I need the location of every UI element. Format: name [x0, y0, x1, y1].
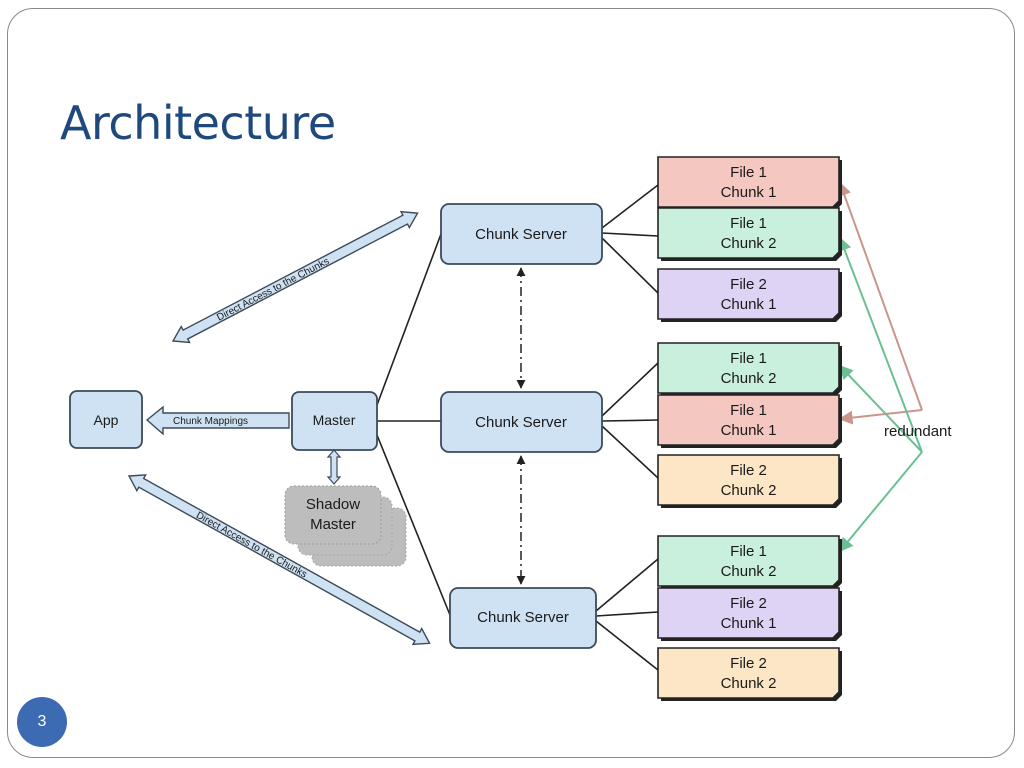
redundancy-arrows	[837, 181, 923, 553]
server-chunk-links	[595, 184, 659, 671]
chunk-box	[657, 156, 840, 208]
chunk-box	[657, 268, 840, 320]
master-label: Master	[313, 412, 356, 428]
master-shadow-arrow	[326, 449, 342, 485]
chunk-box	[657, 587, 840, 639]
chunk-file-label: File 2	[730, 462, 767, 479]
page-number-badge: 3	[17, 697, 67, 747]
chunk-number-label: Chunk 2	[721, 675, 777, 692]
chunk-document: File 2 Chunk 2	[657, 647, 842, 701]
chunk-mappings-label: Chunk Mappings	[173, 416, 248, 427]
slide-title: Architecture	[60, 96, 336, 150]
chunk-file-label: File 1	[730, 215, 767, 232]
chunk-file-label: File 2	[730, 595, 767, 612]
chunk-number-label: Chunk 1	[721, 422, 777, 439]
chunk-document: File 1 Chunk 1	[657, 156, 842, 210]
chunk-box	[657, 207, 840, 259]
chunk-box	[657, 535, 840, 587]
chunk-box	[657, 647, 840, 699]
shadow-master: Shadow Master	[284, 485, 407, 567]
chunk-number-label: Chunk 2	[721, 482, 777, 499]
chunk-server-2: Chunk Server	[440, 391, 603, 453]
direct-access-arrow-top: Direct Access to the Chunks	[171, 210, 419, 344]
chunk-server-label: Chunk Server	[477, 609, 569, 626]
chunk-document: File 1 Chunk 2	[657, 535, 842, 589]
chunk-file-label: File 1	[730, 543, 767, 560]
chunk-document: File 2 Chunk 2	[657, 454, 842, 508]
direct-access-label-top: Direct Access to the Chunks	[215, 256, 331, 324]
master-server-links	[376, 233, 451, 616]
chunk-document: File 1 Chunk 1	[657, 394, 842, 448]
chunk-number-label: Chunk 1	[721, 184, 777, 201]
shadow-master-line-2: Master	[310, 516, 356, 533]
chunk-number-label: Chunk 2	[721, 563, 777, 580]
chunk-number-label: Chunk 2	[721, 235, 777, 252]
chunk-file-label: File 1	[730, 164, 767, 181]
app-node: App	[69, 390, 143, 449]
master-node: Master	[291, 391, 378, 451]
chunk-document: File 1 Chunk 2	[657, 207, 842, 261]
chunk-server-3: Chunk Server	[449, 587, 597, 649]
redundant-label: redundant	[884, 423, 952, 440]
chunk-box	[657, 394, 840, 446]
chunk-server-label: Chunk Server	[475, 226, 567, 243]
shadow-master-line-1: Shadow	[306, 496, 360, 513]
chunk-number-label: Chunk 1	[721, 615, 777, 632]
app-label: App	[94, 412, 119, 428]
chunk-document: File 1 Chunk 2	[657, 342, 842, 396]
chunk-file-label: File 2	[730, 276, 767, 293]
chunk-box	[657, 342, 840, 394]
chunk-server-1: Chunk Server	[440, 203, 603, 265]
chunk-document: File 2 Chunk 1	[657, 587, 842, 641]
chunk-box	[657, 454, 840, 506]
chunk-file-label: File 1	[730, 350, 767, 367]
chunk-mappings-arrow: Chunk Mappings	[145, 405, 290, 436]
chunk-server-label: Chunk Server	[475, 414, 567, 431]
chunk-file-label: File 1	[730, 402, 767, 419]
chunk-document: File 2 Chunk 1	[657, 268, 842, 322]
chunk-file-label: File 2	[730, 655, 767, 672]
chunk-number-label: Chunk 1	[721, 296, 777, 313]
chunk-number-label: Chunk 2	[721, 370, 777, 387]
